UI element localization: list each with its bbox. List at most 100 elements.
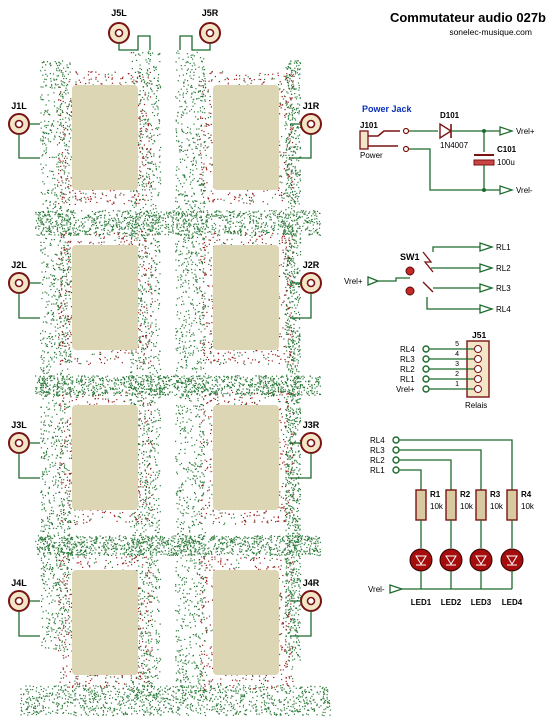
jack-j4r-wire	[290, 600, 312, 637]
relay-k2-left	[72, 245, 138, 350]
led-wire-rl1	[399, 469, 422, 490]
power-jack-title: Power Jack	[362, 104, 413, 114]
switch-out-rl4-wire	[426, 297, 480, 310]
jack-j2l-label: J2L	[11, 260, 27, 270]
power-connector-value: Power	[360, 151, 383, 160]
header-pin-dot	[422, 355, 430, 363]
resistor-r4-value: 10k	[521, 502, 535, 511]
header-pin-pad	[474, 385, 482, 393]
switch-out-rl4: RL4	[496, 305, 511, 314]
led-1	[409, 548, 433, 572]
jack-j1r-label: J1R	[303, 101, 320, 111]
jack-j1l-wire	[18, 123, 40, 159]
header-pin-row: RL1 2	[400, 371, 482, 384]
jack-j1l-center	[14, 119, 24, 129]
switch-button-2	[405, 286, 415, 296]
jack-j2r-label: J2R	[303, 260, 320, 270]
power-connector-ref: J101	[360, 121, 378, 130]
header-pin-net: RL3	[400, 355, 415, 364]
header-pin-row: RL3 4	[400, 351, 482, 364]
diode-value: 1N4007	[440, 141, 469, 150]
resistor-r2-ref: R2	[460, 490, 471, 499]
jack-j3r-center	[306, 438, 316, 448]
resistor-r4	[506, 489, 518, 521]
switch-ref: SW1	[400, 252, 420, 262]
resistor-r2-value: 10k	[460, 502, 474, 511]
header-pin-number: 5	[455, 341, 459, 348]
jack-j4l-wire	[18, 600, 40, 637]
relay-k4-right	[213, 570, 279, 675]
led-2-symbol	[445, 555, 457, 566]
header-pin-dot	[422, 375, 430, 383]
header-pin-pad	[474, 345, 482, 353]
jack-j3l-label: J3L	[11, 420, 27, 430]
jack-j2r: J2R	[290, 260, 322, 319]
vrel-minus-label: Vrel-	[516, 186, 533, 195]
power-connector-pin-tip	[368, 130, 400, 137]
switch-rl3-port	[479, 283, 495, 293]
header-pin-row: Vrel+ 1	[396, 381, 482, 394]
power-connector-body	[359, 130, 369, 150]
jack-j3l-center	[14, 438, 24, 448]
header-pin-pad	[474, 365, 482, 373]
led-1-body	[409, 548, 433, 572]
header-pin-net: RL4	[400, 345, 415, 354]
header-pin-number: 1	[455, 381, 459, 388]
resistor-r3	[475, 489, 487, 521]
jack-j3r: J3R	[290, 420, 322, 479]
jack-j5r-center	[205, 28, 215, 38]
jack-j2l-center	[14, 278, 24, 288]
header-pin-row: RL2 3	[400, 361, 482, 374]
led-2	[439, 548, 463, 572]
relay-bodies	[72, 85, 279, 675]
led-ground-bus	[402, 571, 513, 590]
page-title: Commutateur audio 027b	[390, 10, 546, 25]
relay-k3-right	[213, 405, 279, 510]
header-pin-net: RL2	[400, 365, 415, 374]
led-4-body	[500, 548, 524, 572]
jack-j1r-center	[306, 119, 316, 129]
led-wire-rl2	[399, 459, 452, 490]
switch-out-rl2: RL2	[496, 264, 511, 273]
switch-out-rl3: RL3	[496, 284, 511, 293]
diode-ref: D101	[440, 111, 460, 120]
led-net-dot-rl1	[392, 466, 400, 474]
led-3	[469, 548, 493, 572]
relay-k4-left	[72, 570, 138, 675]
led-net-rl2: RL2	[370, 456, 385, 465]
jack-j5l-label: J5L	[111, 8, 127, 18]
led-net-dot-rl4	[392, 436, 400, 444]
vrel-plus-label: Vrel+	[516, 127, 535, 136]
switch-section: SW1 Vrel+ RL1 RL2 RL3 RL4	[344, 242, 511, 314]
header-pin-net: RL1	[400, 375, 415, 384]
power-node-a	[402, 127, 410, 135]
switch-lever	[422, 251, 434, 273]
switch-contact	[422, 281, 434, 293]
led-ground-port	[389, 584, 405, 594]
header-value: Relais	[465, 401, 487, 410]
jack-j2r-wire	[290, 282, 312, 319]
resistor-r1-value: 10k	[430, 502, 444, 511]
switch-button-1	[405, 266, 415, 276]
jack-j1l-label: J1L	[11, 101, 27, 111]
vrel-plus-port	[499, 126, 515, 136]
cap-value: 100u	[497, 158, 515, 167]
resistor-r3-ref: R3	[490, 490, 501, 499]
header-pin-number: 2	[455, 371, 459, 378]
jack-j5l-wire	[118, 35, 151, 51]
cap-plate-bottom	[473, 159, 495, 166]
led-1-symbol	[415, 555, 427, 566]
jack-j4l-center	[14, 596, 24, 606]
switch-input-wire	[378, 277, 410, 282]
jack-j5l: J5L	[108, 8, 151, 51]
header-ref: J51	[472, 330, 486, 340]
switch-input-label: Vrel+	[344, 277, 363, 286]
resistor-to-led-wires	[420, 520, 513, 548]
jack-j1r-wire	[290, 123, 312, 159]
jack-j4r-label: J4R	[303, 578, 320, 588]
led-ground-label: Vrel-	[368, 585, 385, 594]
jack-j5l-center	[114, 28, 124, 38]
switch-rl2-port	[479, 263, 495, 273]
jack-j3r-wire	[290, 442, 312, 479]
